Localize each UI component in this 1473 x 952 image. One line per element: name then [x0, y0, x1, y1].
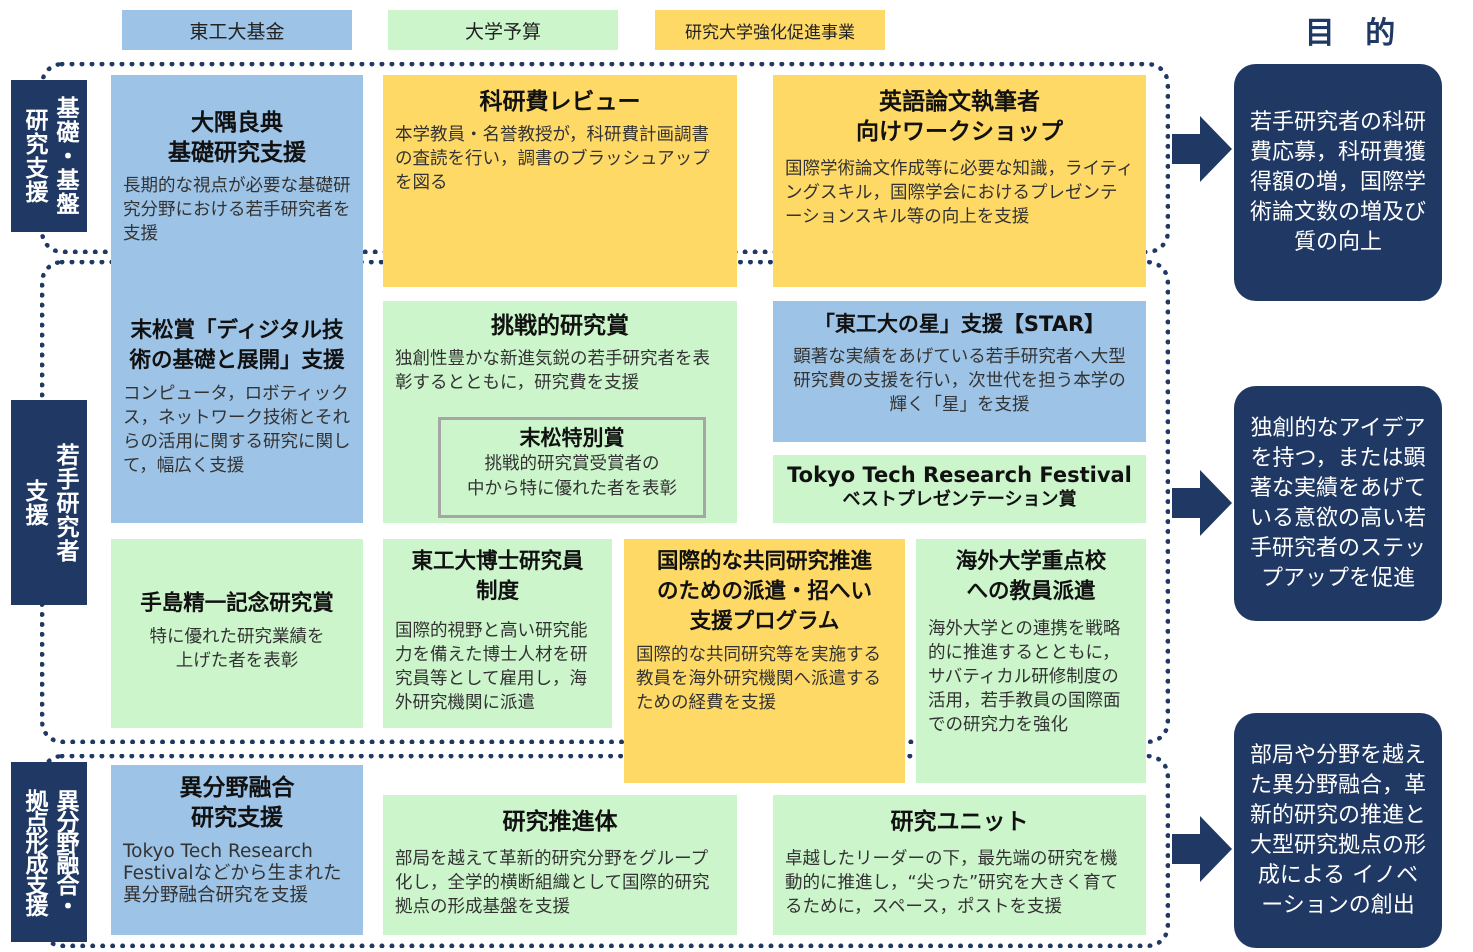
intl-collab-title-3: 支援プログラム	[689, 609, 840, 634]
suematsu-special-desc-1: 挑戦的研究賞受賞者の	[484, 454, 660, 474]
intl-collab-title-2: のための派遣・招へい	[656, 579, 872, 604]
purpose-header: 目 的	[1304, 16, 1406, 51]
interdisc-title-2: 研究支援	[191, 805, 283, 831]
english-workshop-title-2: 向けワークショップ	[856, 119, 1063, 145]
intl-collab-box: 国際的な共同研究推進 のための派遣・招へい 支援プログラム 国際的な共同研究等を…	[624, 539, 905, 783]
star-desc: 顕著な実績をあげている若手研究者へ大型研究費の支援を行い，次世代を担う本学の輝く…	[793, 347, 1126, 415]
intl-collab-desc: 国際的な共同研究等を実施する教員を海外研究機関へ派遣するための経費を支援	[636, 645, 881, 713]
star-box: 「東工大の星」支援【STAR】 顕著な実績をあげている若手研究者へ大型研究費の支…	[773, 301, 1146, 442]
overseas-desc: 海外大学との連携を戦略的に推進するとともに，サバティカル研修制度の活用，若手教員…	[928, 619, 1121, 735]
osumi-box: 大隅良典 基礎研究支援 長期的な視点が必要な基礎研究分野における若手研究者を支援	[111, 100, 363, 280]
promotion-body-desc: 部局を越えて革新的研究分野をグループ化し，全学的横断組織として国際的研究拠点の形…	[395, 849, 710, 917]
english-workshop-title-1: 英語論文執筆者	[879, 89, 1040, 115]
english-workshop-box: 英語論文執筆者 向けワークショップ 国際学術論文作成等に必要な知識，ライティング…	[773, 75, 1146, 287]
kakenhi-review-desc: 本学教員・名誉教授が，科研費計画調書の査読を行い，調書のブラッシュアップを図る	[395, 125, 710, 193]
intl-collab-title-1: 国際的な共同研究推進	[656, 549, 872, 574]
osumi-title-2: 基礎研究支援	[168, 140, 306, 166]
section-label-young-col2: 支援	[21, 478, 47, 527]
section-label-basic-col2: 研究支援	[21, 108, 47, 204]
legend-fund-label: 東工大基金	[189, 20, 285, 43]
section-label-interdisciplinary-col2: 拠点形成支援	[21, 789, 47, 915]
doctoral-researcher-title-1: 東工大博士研究員	[411, 549, 584, 574]
challenge-prize-desc: 独創性豊かな新進気鋭の若手研究者を表彰するとともに，研究費を支援	[395, 349, 710, 393]
legend-budget-label: 大学予算	[464, 20, 541, 43]
interdisc-title-1: 異分野融合	[179, 775, 295, 801]
legend-fund: 東工大基金	[122, 10, 352, 50]
teshima-title: 手島精一記念研究賞	[140, 591, 334, 616]
interdisc-desc: Tokyo Tech Research Festivalなどから生まれた異分野融…	[123, 841, 342, 906]
star-title: 「東工大の星」支援【STAR】	[813, 312, 1106, 336]
section-label-young-col1: 若手研究者	[52, 442, 78, 563]
arrow-right-icon	[1172, 470, 1232, 536]
section-label-basic-col1: 基礎・基盤	[52, 96, 78, 216]
doctoral-researcher-box: 東工大博士研究員 制度 国際的視野と高い研究能力を備えた博士人材を研究員等として…	[383, 539, 612, 728]
arrow-right-icon	[1172, 116, 1232, 182]
kakenhi-review-box: 科研費レビュー 本学教員・名誉教授が，科研費計画調書の査読を行い，調書のブラッシ…	[383, 75, 737, 287]
osumi-desc: 長期的な視点が必要な基礎研究分野における若手研究者を支援	[123, 176, 351, 244]
arrow-right-icon	[1172, 816, 1232, 882]
research-unit-desc: 卓越したリーダーの下，最先端の研究を機動的に推進し，“尖った”研究を大きく育てる…	[785, 849, 1119, 917]
doctoral-researcher-desc: 国際的視野と高い研究能力を備えた博士人材を研究員等として雇用し，海外研究機関に派…	[395, 621, 588, 713]
suematsu-prize-title-1: 末松賞「ディジタル技	[130, 318, 344, 343]
legend-enhancement-label: 研究大学強化促進事業	[685, 22, 855, 43]
overseas-title-1: 海外大学重点校	[955, 549, 1107, 574]
suematsu-prize-title-2: 術の基礎と展開」支援	[129, 348, 345, 373]
suematsu-special-box: 末松特別賞 挑戦的研究賞受賞者の 中から特に優れた者を表彰	[438, 417, 706, 518]
suematsu-prize-box: 末松賞「ディジタル技 術の基礎と展開」支援 コンピュータ，ロボティックス，ネット…	[111, 308, 363, 508]
overseas-box: 海外大学重点校 への教員派遣 海外大学との連携を戦略的に推進するとともに，サバテ…	[916, 539, 1146, 783]
teshima-desc-1: 特に優れた研究業績を	[149, 627, 325, 647]
purpose-basic: 若手研究者の科研費応募，科研費獲得額の増，国際学術論文数の増及び質の向上	[1234, 64, 1442, 301]
purpose-interdisciplinary-text: 部局や分野を越えた異分野融合，革新的研究の推進と大型研究拠点の形成による イノベ…	[1249, 742, 1426, 918]
interdisc-box: 異分野融合 研究支援 Tokyo Tech Research Festivalな…	[111, 765, 363, 935]
english-workshop-desc: 国際学術論文作成等に必要な知識，ライティングスキル，国際学会におけるプレゼンテー…	[785, 159, 1134, 227]
suematsu-special-title: 末松特別賞	[519, 426, 625, 450]
festival-box: Tokyo Tech Research Festival ベストプレゼンテーショ…	[773, 455, 1146, 523]
teshima-box: 手島精一記念研究賞 特に優れた研究業績を 上げた者を表彰	[111, 539, 363, 728]
section-label-interdisciplinary: 異分野融合・ 拠点形成支援	[11, 762, 87, 942]
section-label-interdisciplinary-col1: 異分野融合・	[52, 789, 78, 915]
section-label-basic: 基礎・基盤 研究支援	[11, 80, 87, 232]
osumi-title-1: 大隅良典	[191, 110, 283, 136]
osumi-suematsu-column	[111, 75, 363, 523]
purpose-young: 独創的なアイデアを持つ，または顕著な実績をあげている意欲の高い若手研究者のステッ…	[1234, 386, 1442, 621]
purpose-basic-text: 若手研究者の科研費応募，科研費獲得額の増，国際学術論文数の増及び質の向上	[1249, 109, 1426, 255]
suematsu-prize-desc: コンピュータ，ロボティックス，ネットワーク技術とそれらの活用に関する研究に関して…	[123, 384, 351, 476]
doctoral-researcher-title-2: 制度	[475, 579, 519, 604]
challenge-prize-title: 挑戦的研究賞	[491, 313, 629, 339]
purpose-interdisciplinary: 部局や分野を越えた異分野融合，革新的研究の推進と大型研究拠点の形成による イノベ…	[1234, 713, 1442, 948]
teshima-desc-2: 上げた者を表彰	[175, 651, 299, 671]
suematsu-special-desc-2: 中から特に優れた者を表彰	[467, 479, 677, 499]
legend-enhancement: 研究大学強化促進事業	[655, 10, 885, 50]
research-unit-title: 研究ユニット	[890, 809, 1029, 835]
research-unit-box: 研究ユニット 卓越したリーダーの下，最先端の研究を機動的に推進し，“尖った”研究…	[773, 795, 1146, 935]
purpose-young-text: 独創的なアイデアを持つ，または顕著な実績をあげている意欲の高い若手研究者のステッ…	[1249, 415, 1426, 591]
festival-title-1: Tokyo Tech Research Festival	[787, 463, 1132, 487]
section-label-young: 若手研究者 支援	[11, 400, 87, 605]
promotion-body-title: 研究推進体	[502, 809, 618, 835]
festival-title-2: ベストプレゼンテーション賞	[842, 489, 1077, 510]
kakenhi-review-title: 科研費レビュー	[479, 89, 641, 115]
legend-budget: 大学予算	[388, 10, 618, 50]
promotion-body-box: 研究推進体 部局を越えて革新的研究分野をグループ化し，全学的横断組織として国際的…	[383, 795, 737, 935]
overseas-title-2: への教員派遣	[966, 579, 1096, 604]
